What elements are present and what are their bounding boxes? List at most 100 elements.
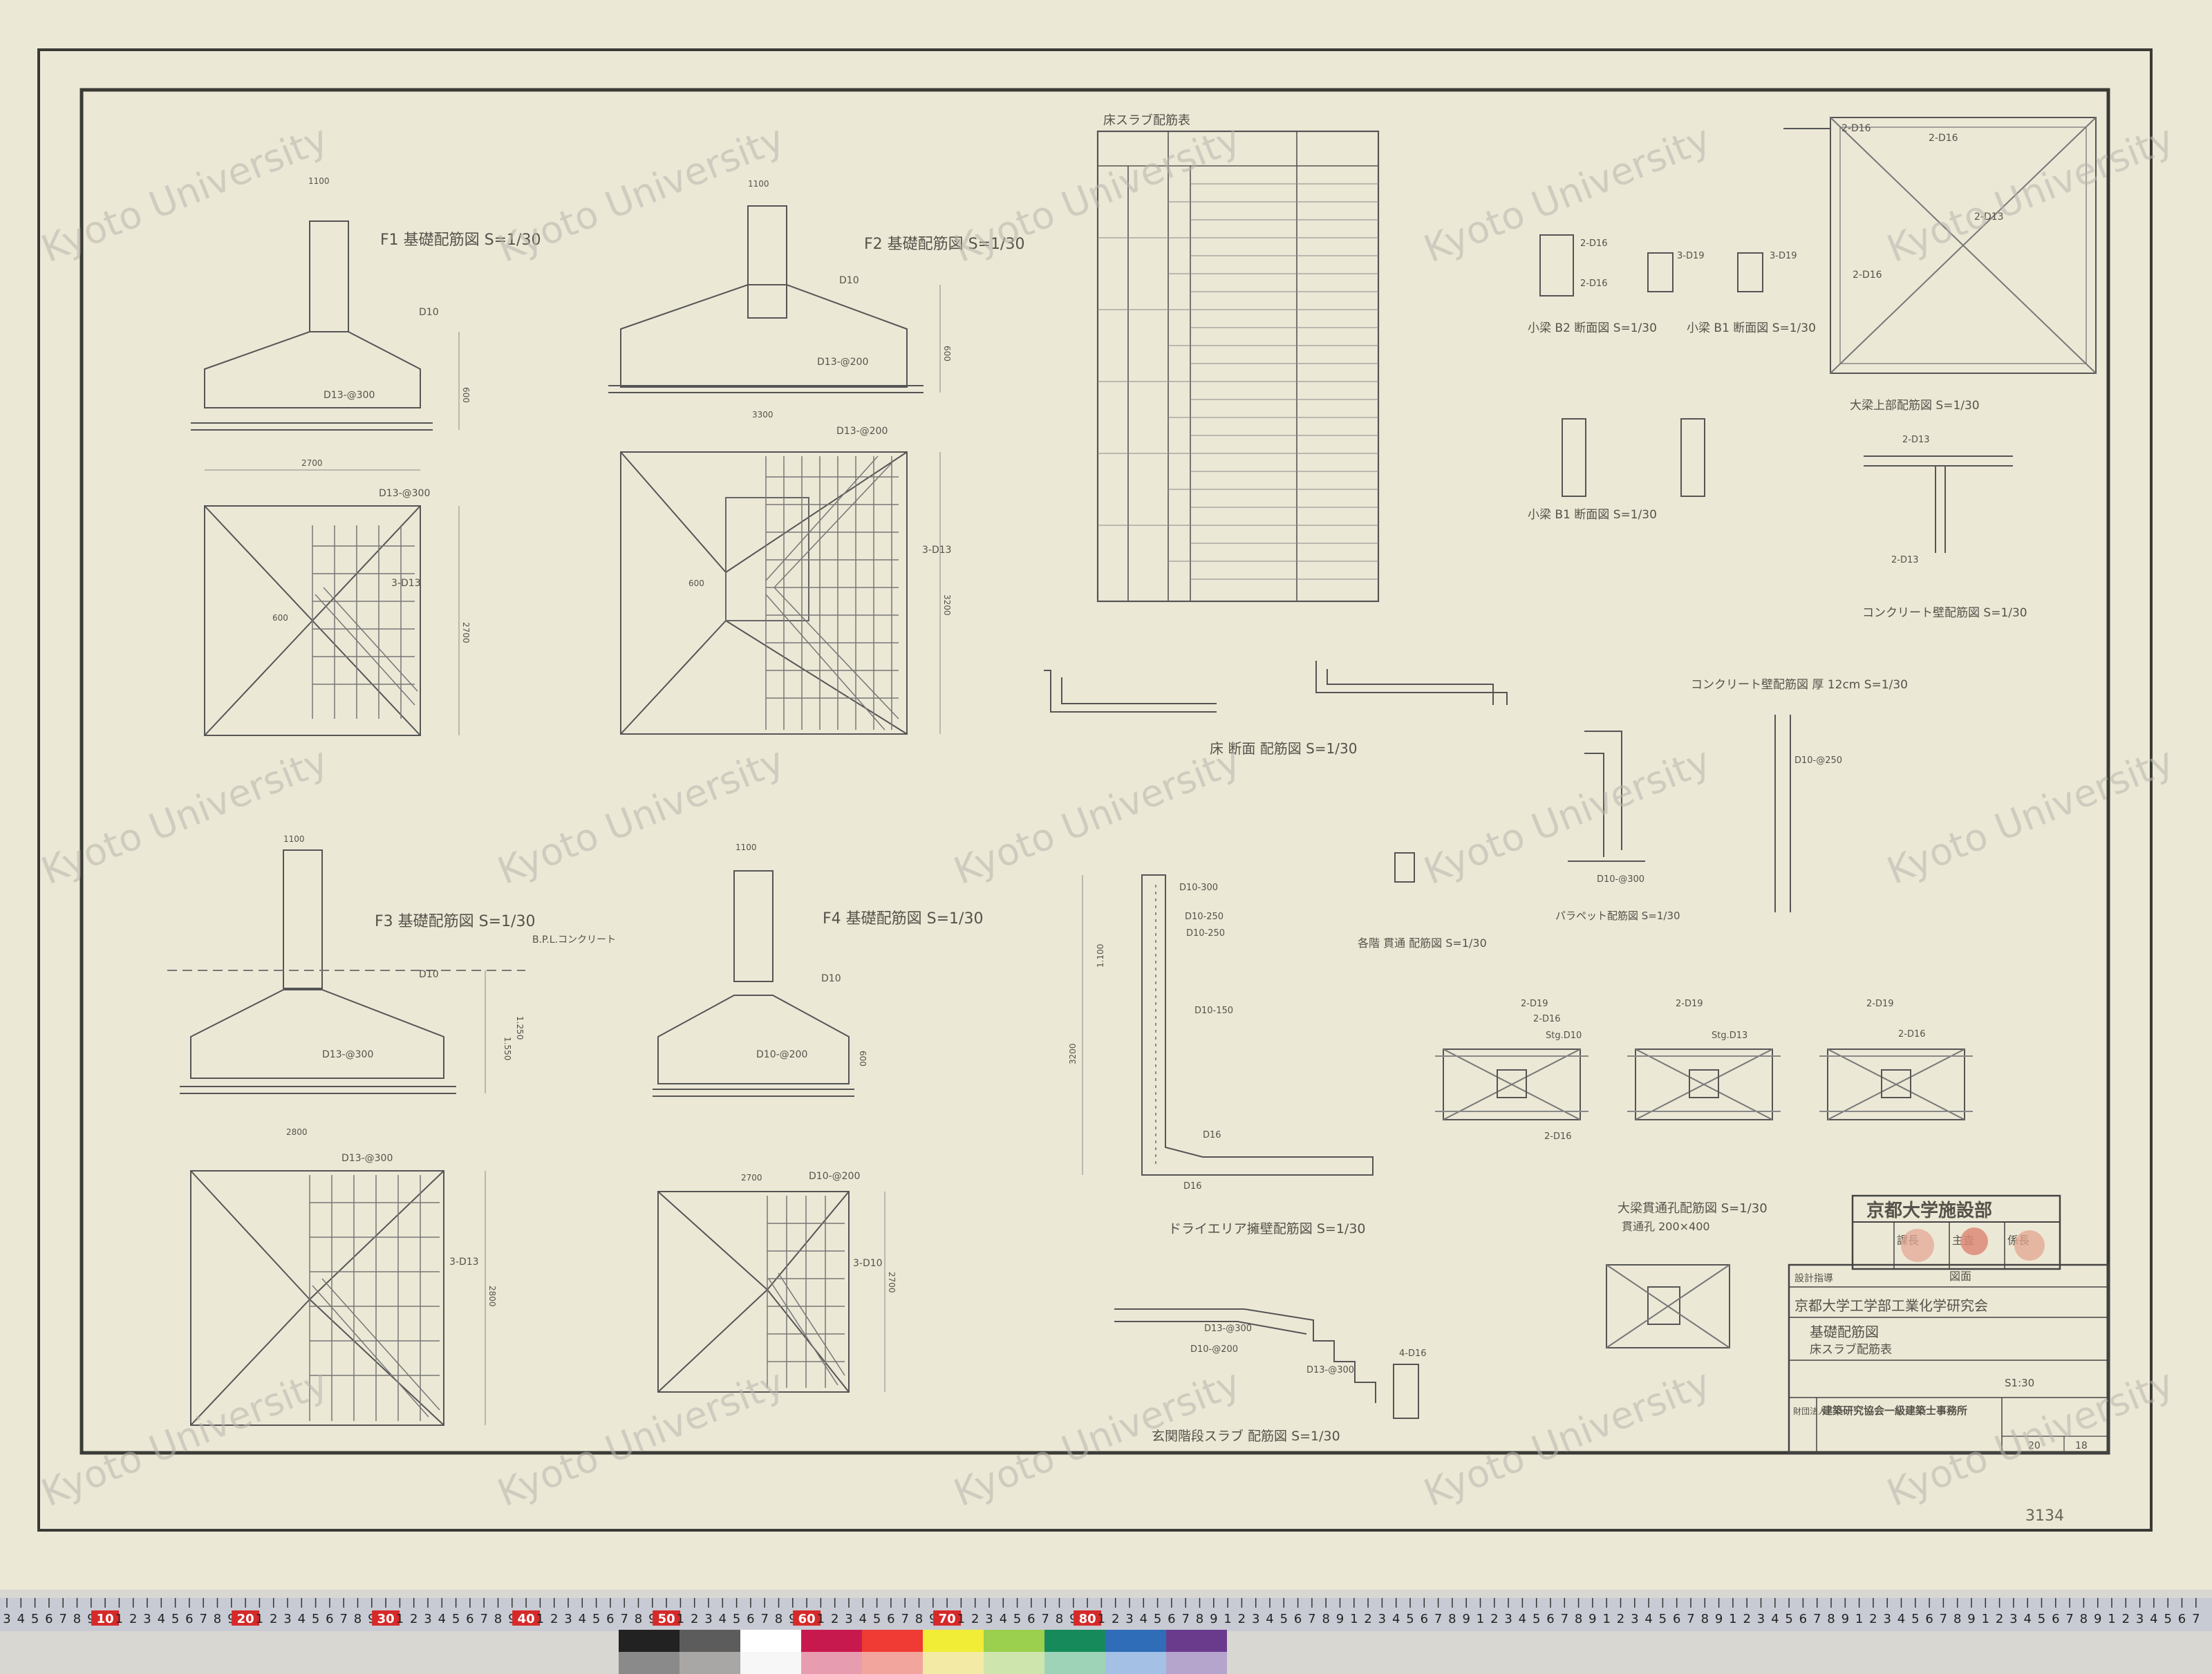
ruler-digit: 6 [1799, 1612, 1807, 1626]
f2-title: F2 基礎配筋図 S=1/30 [864, 236, 1024, 253]
seal-stamp-2 [1960, 1228, 1988, 1255]
ruler-digit: 8 [915, 1612, 923, 1626]
svg-text:1100: 1100 [748, 179, 769, 189]
ruler-digit: 6 [606, 1612, 614, 1626]
svg-text:2-D16: 2-D16 [1841, 123, 1871, 134]
ruler-digit: 1 [536, 1612, 544, 1626]
swatch-top [801, 1630, 862, 1652]
ruler-digit: 7 [1041, 1612, 1049, 1626]
ruler-strip [0, 1598, 2212, 1631]
svg-text:D10: D10 [821, 973, 841, 984]
svg-text:D10-@300: D10-@300 [1597, 874, 1644, 885]
ruler-digit: 8 [214, 1612, 221, 1626]
swatch-top [1105, 1630, 1166, 1652]
ruler-major-bg [1074, 1610, 1102, 1626]
ruler-digit: 5 [1659, 1612, 1667, 1626]
svg-text:設計指導: 設計指導 [1794, 1273, 1833, 1284]
ruler-digit: 7 [1687, 1612, 1694, 1626]
swatch-bottom [1105, 1652, 1166, 1674]
ruler-digit: 8 [635, 1612, 642, 1626]
drawing-subtitle: 床スラブ配筋表 [1810, 1342, 1892, 1357]
ruler-digit: 4 [438, 1612, 446, 1626]
ruler-digit: 5 [733, 1612, 740, 1626]
ruler-digit: 1 [1729, 1612, 1736, 1626]
svg-text:600: 600 [942, 346, 952, 361]
ruler-digit: 6 [747, 1612, 754, 1626]
institution-stamp-box: 京都大学施設部 課長 主査 係長 [1851, 1194, 2061, 1270]
ruler-digit: 1 [1098, 1612, 1105, 1626]
svg-text:D10: D10 [419, 307, 439, 318]
ruler-digit: 6 [1168, 1612, 1175, 1626]
ruler-digit: 2 [1743, 1612, 1750, 1626]
ruler-digit: 5 [592, 1612, 600, 1626]
beam-b1-section-title: 小梁 B1 断面図 S=1/30 [1528, 508, 1657, 522]
ruler-digit: 9 [1069, 1612, 1077, 1626]
svg-text:D10-@200: D10-@200 [809, 1171, 860, 1182]
swatch-bottom [801, 1652, 862, 1674]
svg-text:2-D16: 2-D16 [1898, 1029, 1926, 1040]
ruler-digit: 5 [1785, 1612, 1792, 1626]
seal-stamp-3 [2014, 1230, 2045, 1261]
ruler-digit: 8 [2080, 1612, 2088, 1626]
watermark-7: Kyoto University [491, 739, 790, 893]
ruler-digit: 6 [2178, 1612, 2186, 1626]
slab-plan-title: 大梁上部配筋図 S=1/30 [1850, 399, 1980, 413]
ruler-digit: 4 [1519, 1612, 1526, 1626]
ruler-digit: 4 [859, 1612, 867, 1626]
svg-text:D16: D16 [1203, 1130, 1221, 1140]
ruler-digit: 7 [339, 1612, 347, 1626]
ruler-digit: 1 [957, 1612, 965, 1626]
ruler-digit: 3 [1504, 1612, 1512, 1626]
ruler-digit: 1 [115, 1612, 123, 1626]
ruler-digit: 9 [2094, 1612, 2101, 1626]
svg-text:2-D19: 2-D19 [1521, 999, 1548, 1009]
ruler-digit: 9 [368, 1612, 375, 1626]
svg-text:D10-@200: D10-@200 [1190, 1344, 1238, 1355]
ruler-digit: 5 [312, 1612, 319, 1626]
ruler-digit: 1 [1350, 1612, 1358, 1626]
ruler-digit: 6 [1421, 1612, 1428, 1626]
stair-title: 玄関階段スラブ 配筋図 S=1/30 [1152, 1428, 1340, 1444]
svg-text:3-D10: 3-D10 [853, 1258, 883, 1269]
svg-text:財団法人: 財団法人 [1793, 1406, 1826, 1416]
beam-b2-title: 小梁 B2 断面図 S=1/30 [1528, 321, 1657, 335]
swatch-column [1044, 1630, 1105, 1674]
ruler-digit: 5 [1013, 1612, 1021, 1626]
ruler-digit: 2 [691, 1612, 698, 1626]
svg-text:2800: 2800 [286, 1127, 308, 1137]
dryarea-title: ドライエリア擁壁配筋図 S=1/30 [1168, 1221, 1366, 1236]
ruler-major-bg [232, 1610, 260, 1626]
tjoint-drawing: 2-D13 2-D13 コンクリート壁配筋図 S=1/30 [1862, 435, 2027, 620]
title-block: 設計指導 図面 京都大学工学部工業化学研究会 基礎配筋図 床スラブ配筋表 S1:… [1788, 1263, 2110, 1454]
ruler-digit: 2 [410, 1612, 418, 1626]
ruler-digit: 1 [817, 1612, 825, 1626]
ruler-digit: 9 [1588, 1612, 1596, 1626]
institution-name: 京都大学施設部 [1866, 1200, 1992, 1221]
ruler-digit: 3 [2009, 1612, 2017, 1626]
project-name: 京都大学工学部工業化学研究会 [1794, 1297, 1988, 1314]
ruler-digit: 9 [508, 1612, 516, 1626]
f3-title: F3 基礎配筋図 S=1/30 [375, 913, 535, 930]
svg-text:D13-@300: D13-@300 [324, 390, 375, 401]
drawing-title: 基礎配筋図 [1810, 1324, 1879, 1340]
ruler-digit: 9 [1967, 1612, 1975, 1626]
ruler-digit: 4 [1140, 1612, 1147, 1626]
ruler-digit: 3 [1125, 1612, 1133, 1626]
svg-text:2-D16: 2-D16 [1929, 133, 1958, 144]
svg-text:3200: 3200 [1068, 1043, 1078, 1064]
ruler-digit: 3 [1883, 1612, 1891, 1626]
ruler-digit: 4 [719, 1612, 727, 1626]
svg-text:1.250: 1.250 [515, 1016, 525, 1040]
ruler-digit: 9 [648, 1612, 656, 1626]
ruler-digit: 2 [129, 1612, 137, 1626]
svg-text:3-D13: 3-D13 [391, 578, 421, 589]
svg-text:600: 600 [461, 387, 471, 403]
slab-table-title: 床スラブ配筋表 [1103, 113, 1190, 128]
svg-text:600: 600 [688, 579, 704, 588]
svg-text:1.550: 1.550 [503, 1037, 512, 1060]
ruler-digit: 1 [677, 1612, 684, 1626]
svg-text:2700: 2700 [461, 622, 471, 643]
svg-text:3-D13: 3-D13 [449, 1257, 479, 1268]
ruler-digit: 3 [424, 1612, 431, 1626]
